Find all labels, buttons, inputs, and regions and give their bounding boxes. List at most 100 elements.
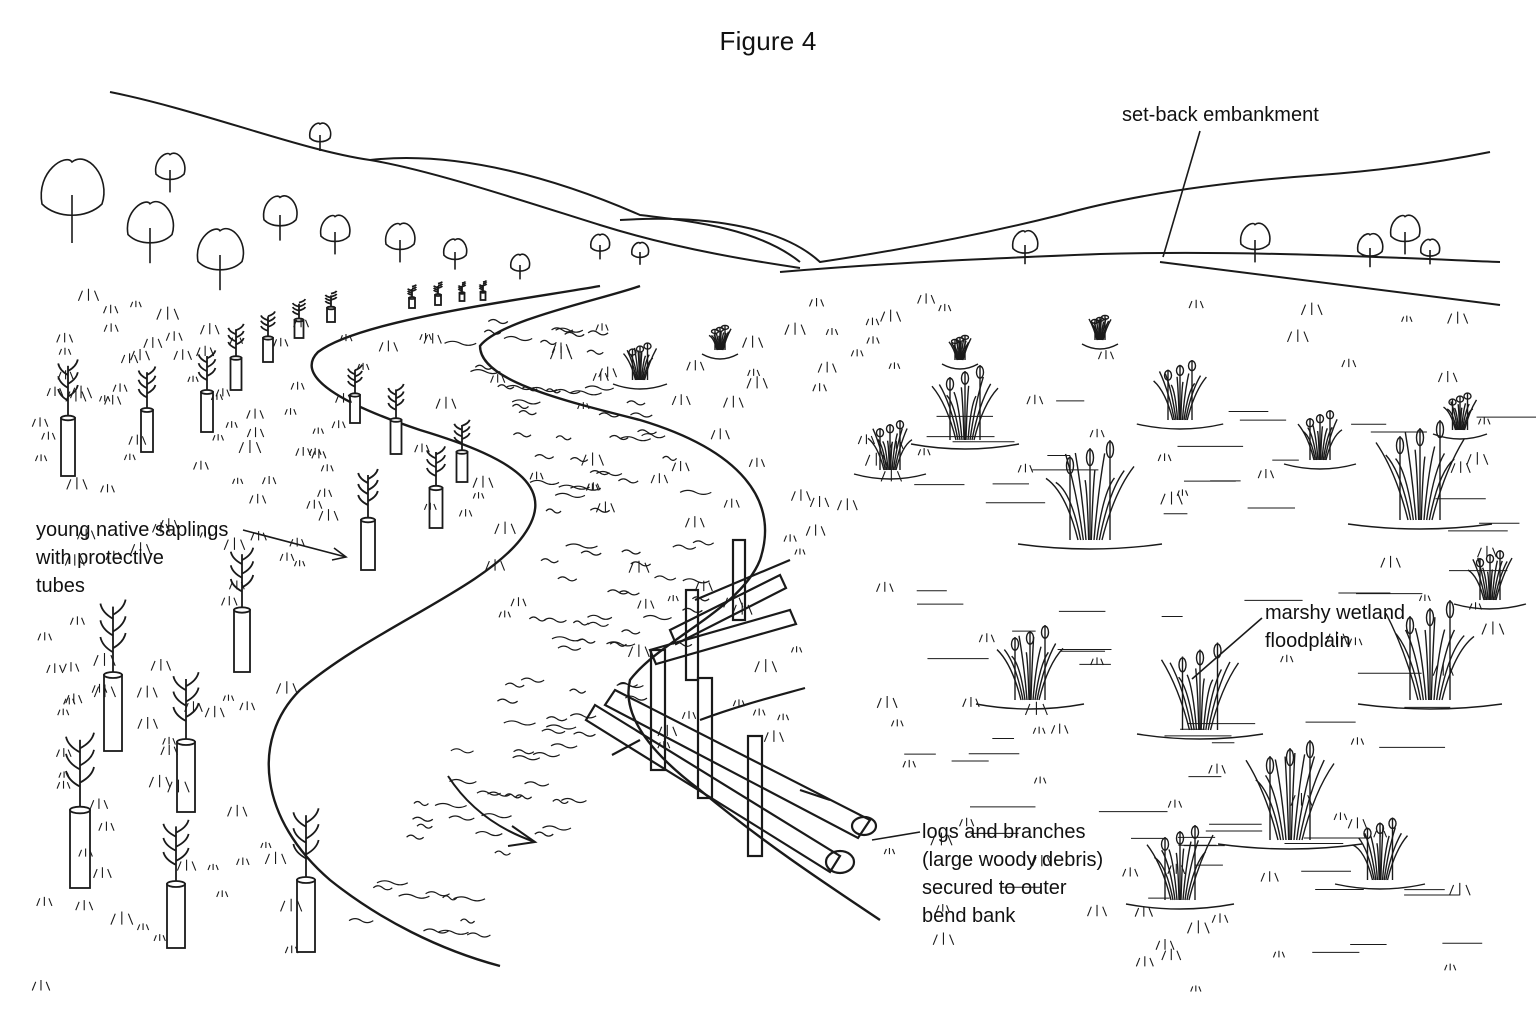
embankment-line (779, 251, 1501, 273)
reed-clump (910, 365, 1020, 450)
sapling-leaf (146, 375, 157, 385)
tube-rim (360, 516, 376, 524)
grass-tuft (1290, 793, 1313, 806)
reed-blade (1202, 679, 1214, 731)
sapling-leaf (357, 483, 369, 495)
grass-tuft (414, 443, 430, 453)
ripple (630, 412, 653, 418)
reed-blade (1101, 465, 1135, 541)
far-hill-outline (619, 151, 1491, 264)
reed-waterline (1453, 603, 1527, 610)
grass-tuft (238, 440, 262, 454)
ripple (512, 755, 541, 761)
ripple (348, 918, 374, 924)
sapling-leaf (185, 687, 200, 703)
reed-blade (1375, 442, 1409, 521)
sapling-leaf (482, 279, 488, 283)
cattail-head (1425, 608, 1435, 627)
grass-tuft (46, 386, 64, 397)
reed-blade (1093, 453, 1106, 541)
sapling-leaf (162, 851, 177, 866)
reed-blade (996, 649, 1022, 701)
grass-tuft (261, 476, 277, 485)
grass-tuft (378, 340, 399, 352)
protective-tube (60, 417, 76, 477)
ripple (434, 802, 467, 809)
ripple (589, 470, 610, 476)
grass-tuft (339, 333, 353, 342)
grass-tuft (246, 408, 264, 419)
grass-tuft (223, 537, 246, 551)
reed-blade (967, 395, 977, 441)
grass-tuft (65, 693, 83, 704)
tree (589, 233, 611, 260)
reed-blade (715, 333, 720, 351)
sapling-leaf (112, 599, 127, 616)
grass-tuft (419, 333, 432, 341)
grass-tuft (331, 420, 346, 429)
grass-tuft (458, 509, 473, 517)
sapling-leaf (241, 574, 255, 589)
tree (126, 200, 175, 264)
grass-tuft (148, 774, 171, 788)
grass-tuft (58, 347, 72, 355)
grass-tuft (136, 685, 158, 698)
cattail-head (1010, 637, 1020, 651)
reed-blade (1433, 629, 1446, 701)
sapling (197, 350, 217, 433)
grass-tuft (889, 440, 904, 449)
reed-blade (1477, 557, 1488, 601)
grass-tuft (1272, 950, 1285, 958)
reed-waterline (1217, 843, 1363, 850)
grass-tuft (165, 331, 183, 341)
sapling-leaf (67, 359, 79, 372)
sapling (99, 599, 127, 752)
cattail-head (975, 365, 985, 379)
ripple (423, 928, 449, 934)
grass-tuft (1350, 737, 1365, 745)
grass-tuft (498, 610, 511, 618)
sapling-leaf (229, 551, 243, 565)
grass-tuft (883, 847, 896, 855)
grass-tuft (1135, 956, 1154, 967)
cattail-head (1495, 550, 1505, 560)
reed-blade (1495, 557, 1513, 601)
reed-waterline (1125, 903, 1235, 910)
saplings-leader (242, 529, 347, 558)
reed-blade (1450, 401, 1459, 431)
cattail-head (1285, 748, 1295, 767)
sapling-leaf (65, 770, 81, 788)
grass-tuft (1481, 621, 1505, 635)
grass-tuft (1208, 763, 1226, 774)
sapling-leaf (99, 603, 114, 620)
cattail-head (1175, 831, 1185, 845)
ripple (557, 576, 578, 582)
ripple (569, 456, 589, 463)
tree (1011, 229, 1039, 265)
grass-tuft (423, 502, 437, 510)
cattail-head (1163, 369, 1173, 381)
grass-tuft (1032, 726, 1046, 734)
cattail-head (1190, 825, 1200, 839)
grass-tuft (187, 375, 199, 383)
grass-tuft (671, 394, 691, 406)
reed-blade (708, 334, 718, 351)
tube-rim (326, 305, 336, 311)
reed-blade (1181, 373, 1190, 421)
reed-blade (1425, 453, 1446, 521)
reed-blade (1011, 655, 1026, 701)
reed-blade (1352, 844, 1374, 881)
ripple (541, 728, 566, 734)
grass-tuft (902, 759, 916, 768)
grass-tuft (112, 383, 128, 392)
sapling-leaf (112, 616, 127, 633)
grass-tuft (120, 353, 139, 364)
sapling (65, 732, 95, 889)
sapling-leaf (235, 323, 245, 332)
reed-blade (960, 387, 965, 441)
grass-tuft (754, 659, 778, 673)
ripple (504, 682, 525, 688)
sapling-leaf (437, 281, 444, 285)
tree (1419, 238, 1441, 265)
grass-tuft (104, 394, 122, 405)
